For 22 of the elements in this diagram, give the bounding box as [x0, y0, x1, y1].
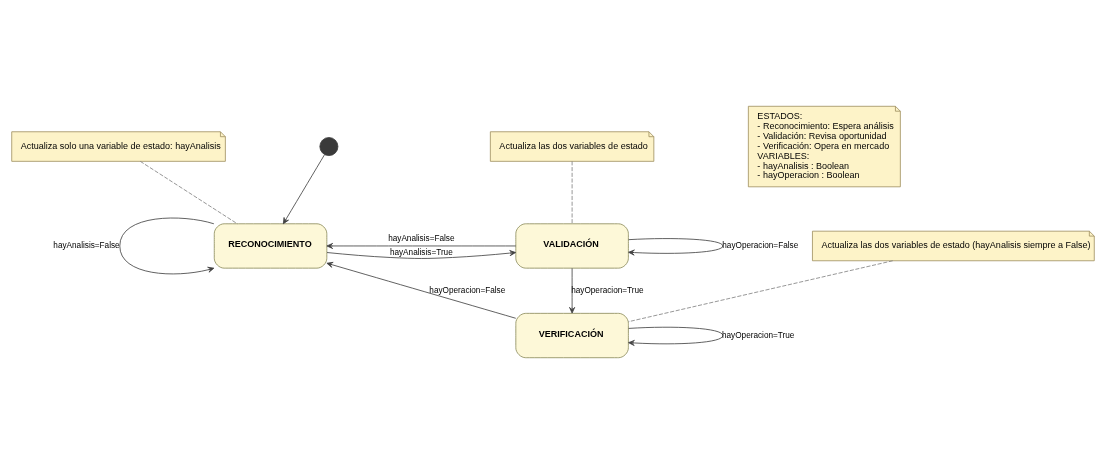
edge-label: hayAnalisis=False — [53, 241, 120, 251]
arrow — [282, 154, 325, 225]
arrow — [326, 242, 517, 249]
node-circle — [319, 137, 339, 156]
arrow — [119, 217, 215, 275]
arrow — [326, 261, 517, 319]
edge-label: hayOperacion=False — [722, 241, 799, 251]
edge-label: hayAnalisis=False — [388, 234, 455, 244]
edge-label: hayOperacion=True — [571, 285, 644, 295]
node-box: RECONOCIMIENTO — [213, 223, 328, 269]
arrow — [569, 267, 576, 314]
node-box: VALIDACIÓN — [515, 223, 629, 269]
connector — [571, 160, 573, 224]
connector — [139, 160, 238, 225]
edge-label: hayOperacion=False — [429, 285, 506, 295]
arrow — [628, 238, 724, 256]
connector — [628, 260, 894, 323]
arrow — [326, 250, 517, 259]
edge-label: hayOperacion=True — [721, 330, 795, 340]
arrow — [628, 326, 724, 346]
node-box: VERIFICACIÓN — [515, 312, 629, 359]
edge-label: hayAnalisis=True — [389, 248, 453, 258]
